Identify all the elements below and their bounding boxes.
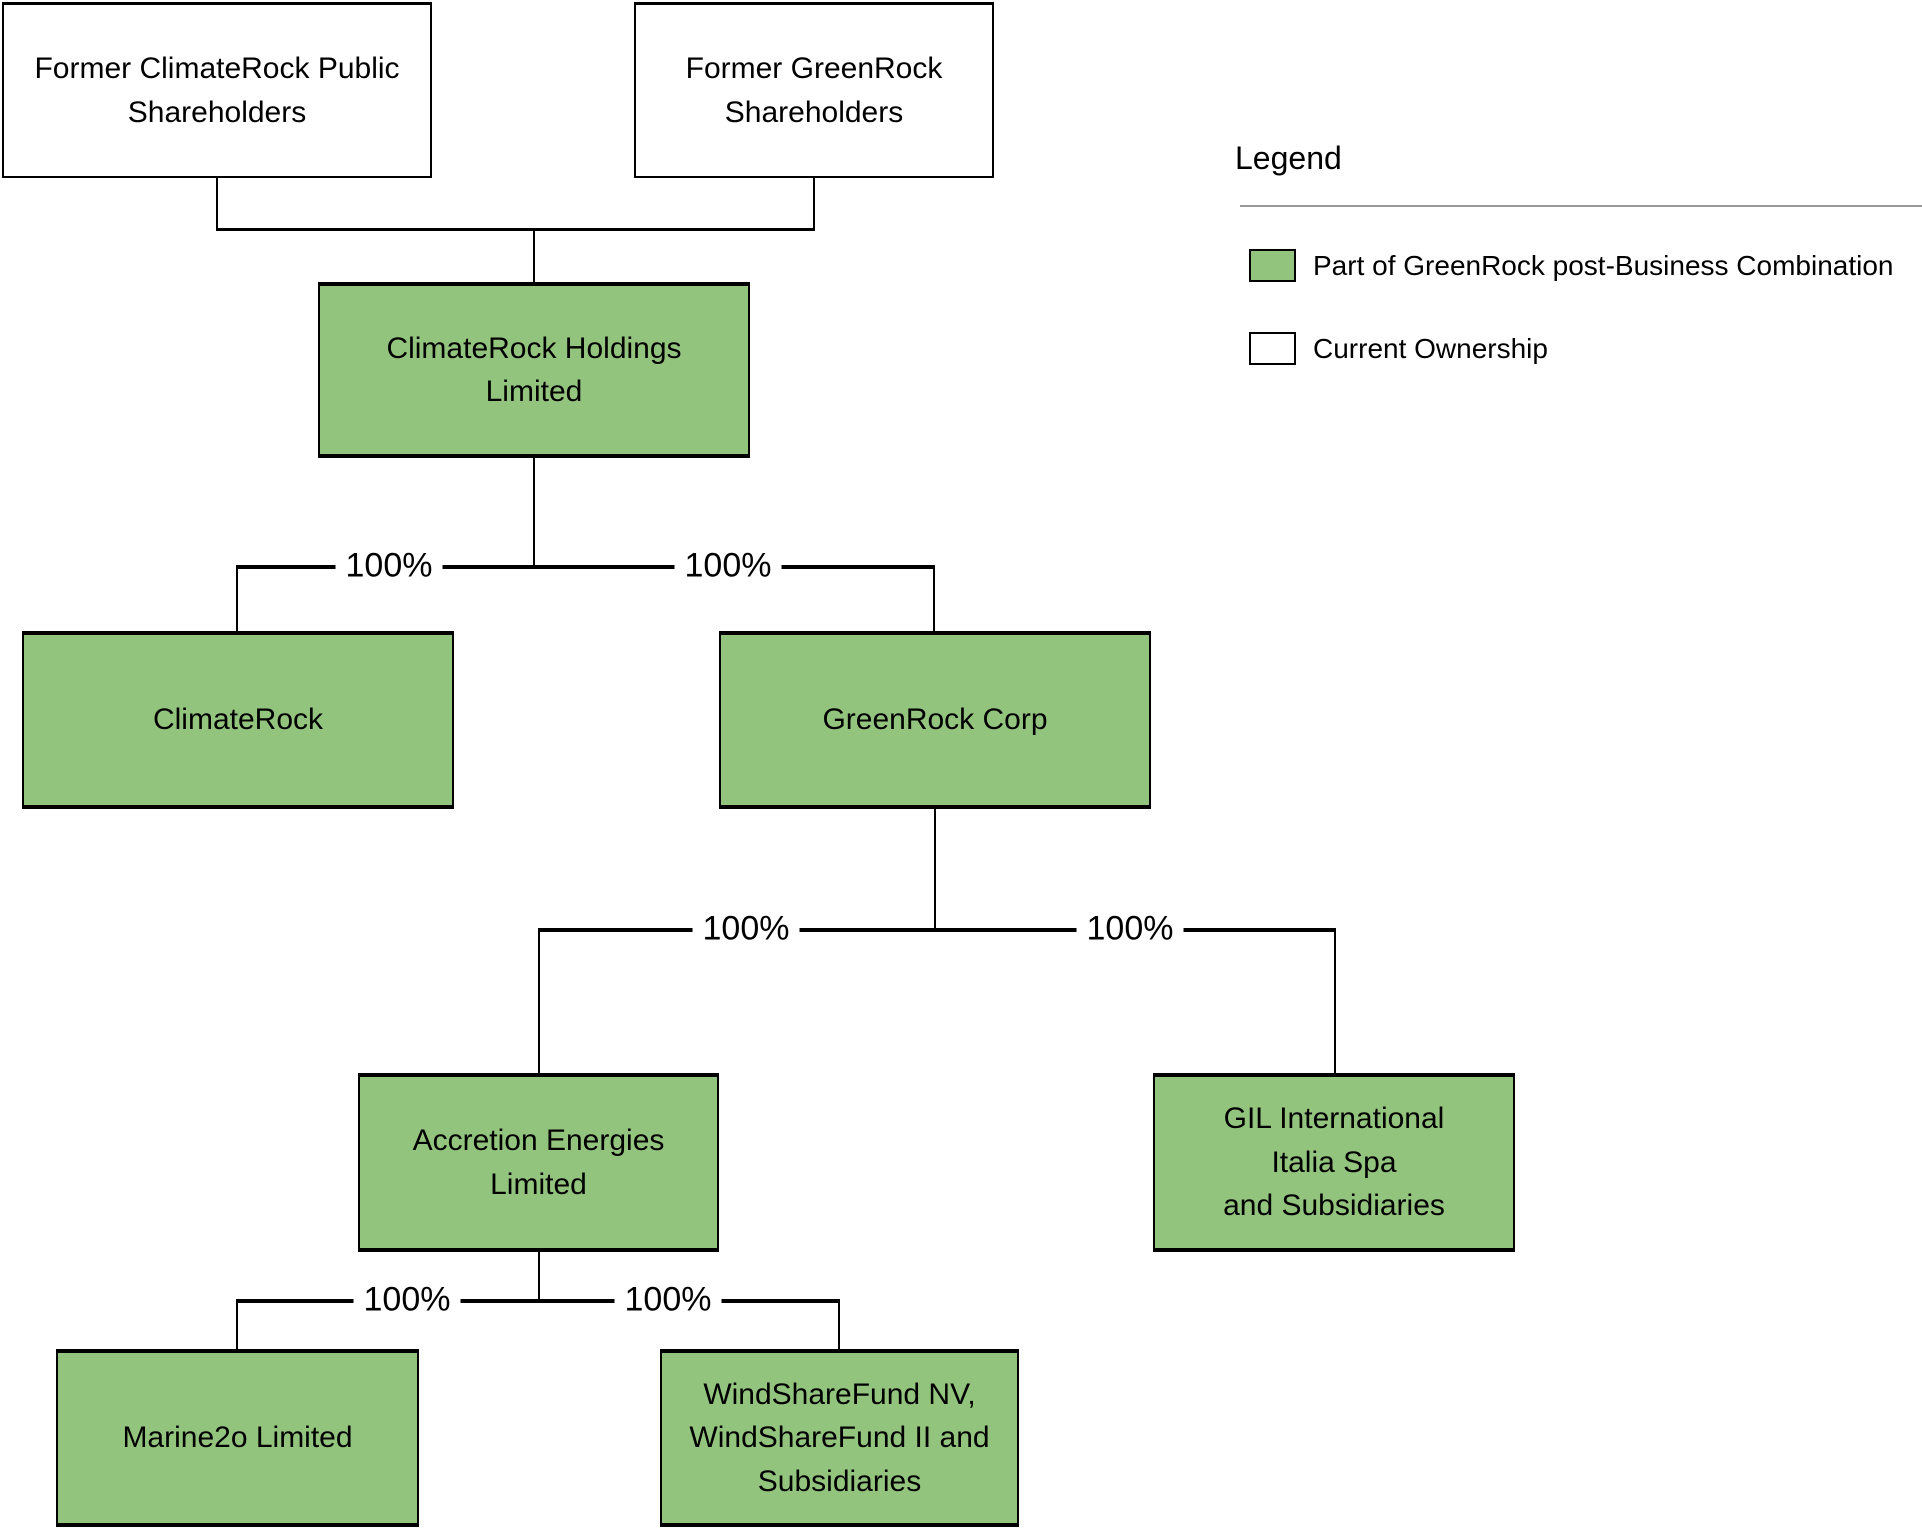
legend-divider [1240, 205, 1922, 207]
legend-swatch-green-icon [1249, 249, 1296, 282]
connector-greenrock-bottom-drop [934, 809, 936, 930]
node-climaterock-holdings-limited: ClimateRock Holdings Limited [318, 282, 750, 458]
node-gil-international-italia-spa: GIL International Italia Spa and Subsidi… [1153, 1073, 1515, 1252]
node-former-climaterock-public-shareholders: Former ClimateRock Public Shareholders [2, 2, 432, 178]
node-label: WindShareFund NV, WindShareFund II and S… [689, 1377, 990, 1498]
connector-marine2o-drop [236, 1299, 238, 1349]
node-accretion-energies-limited: Accretion Energies Limited [358, 1073, 719, 1252]
node-greenrock-corp: GreenRock Corp [719, 631, 1151, 809]
connector-merge-horizontal [216, 228, 815, 231]
ownership-label: 100% [692, 908, 800, 950]
ownership-label: 100% [335, 545, 443, 587]
ownership-label: 100% [353, 1279, 461, 1321]
legend-title: Legend [1235, 140, 1342, 176]
node-former-greenrock-shareholders: Former GreenRock Shareholders [634, 2, 994, 178]
node-label: GreenRock Corp [822, 703, 1048, 737]
ownership-label: 100% [674, 545, 782, 587]
node-label: Accretion Energies Limited [412, 1124, 665, 1201]
connector-climaterock-drop [236, 565, 238, 631]
connector-split1-horizontal [236, 565, 935, 569]
node-label: ClimateRock Holdings Limited [386, 331, 682, 409]
node-climaterock: ClimateRock [22, 631, 454, 809]
legend-item-label: Part of GreenRock post-Business Combinat… [1313, 249, 1894, 281]
node-windsharefund: WindShareFund NV, WindShareFund II and S… [660, 1349, 1019, 1527]
node-label: Former ClimateRock Public Shareholders [34, 52, 400, 129]
connector-former-greenrock-drop [813, 178, 815, 230]
legend-swatch-white-icon [1249, 332, 1296, 365]
node-label: Marine2o Limited [122, 1421, 353, 1455]
node-label: GIL International Italia Spa and Subsidi… [1223, 1102, 1445, 1223]
ownership-label: 100% [614, 1279, 722, 1321]
connector-split2-horizontal [538, 928, 1336, 932]
connector-holdings-bottom-drop [533, 458, 535, 568]
connector-accretion-drop [538, 928, 540, 1073]
connector-former-climaterock-drop [216, 178, 218, 230]
node-marine2o-limited: Marine2o Limited [56, 1349, 419, 1527]
connector-gil-drop [1334, 928, 1336, 1073]
connector-accretion-bottom-drop [538, 1252, 540, 1301]
connector-holdings-top-drop [533, 228, 535, 282]
node-label: ClimateRock [152, 703, 324, 737]
connector-split3-horizontal [236, 1299, 840, 1303]
legend-item-green: Part of GreenRock post-Business Combinat… [1249, 249, 1894, 282]
node-label: Former GreenRock Shareholders [685, 52, 943, 129]
connector-greenrock-drop [933, 565, 935, 631]
legend-item-label: Current Ownership [1313, 332, 1548, 364]
connector-windsharefund-drop [838, 1299, 840, 1349]
legend-item-white: Current Ownership [1249, 332, 1548, 365]
ownership-label: 100% [1076, 908, 1184, 950]
